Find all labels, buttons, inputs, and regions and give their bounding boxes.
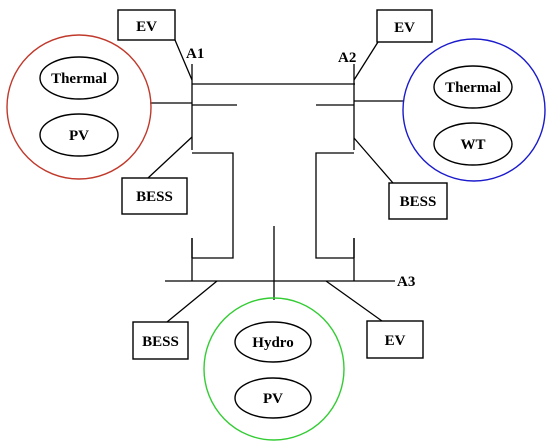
a3-bess-link (166, 280, 218, 323)
area1-ring (6, 34, 152, 180)
a1-gen2-label: PV (69, 128, 89, 144)
a2-ev-link (353, 41, 379, 81)
bus-a3-label: A3 (397, 274, 415, 290)
a3-ev-link (325, 280, 383, 322)
a2-ev-label: EV (394, 20, 415, 36)
a3-ev-label: EV (385, 333, 406, 349)
a2-ev-box (376, 9, 433, 43)
area1: A1 EV BESS Thermal PV (6, 9, 237, 259)
a1-gen2-node (39, 113, 119, 157)
a2-gen2-label: WT (460, 137, 485, 153)
a2-gen2-node (433, 122, 513, 166)
a1-gen1-label: Thermal (51, 71, 107, 87)
bus-a2-label: A2 (338, 50, 356, 66)
a3-gen1-node (234, 321, 312, 363)
a3-bess-label: BESS (142, 334, 179, 350)
a1-ev-label: EV (136, 19, 157, 35)
a3-ev-box (366, 320, 424, 359)
area3: A3 BESS EV Hydro PV (132, 226, 424, 441)
a1-bess-link (147, 136, 193, 179)
a1-bess-label: BESS (136, 189, 173, 205)
a1-ev-box (117, 9, 176, 41)
a2-gen1-node (433, 65, 513, 109)
a1-gen1-node (39, 56, 119, 100)
area3-ring (203, 297, 345, 441)
area2-ring (402, 38, 546, 182)
a2-bess-box (388, 182, 448, 220)
a3-gen2-label: PV (263, 391, 283, 407)
a2-bess-link (353, 137, 394, 184)
a1-tie-a3-line (192, 152, 234, 259)
a3-gen2-node (234, 377, 312, 419)
bus-a1-label: A1 (186, 46, 204, 62)
a2-gen1-label: Thermal (445, 80, 501, 96)
a1-bess-box (121, 177, 188, 215)
a3-gen1-label: Hydro (252, 335, 293, 351)
a1-ev-link (174, 39, 193, 81)
area2: A2 EV BESS Thermal WT (315, 9, 546, 259)
a2-tie-a3-line (315, 152, 354, 259)
a2-bess-label: BESS (400, 194, 437, 210)
a3-bess-box (132, 321, 189, 360)
